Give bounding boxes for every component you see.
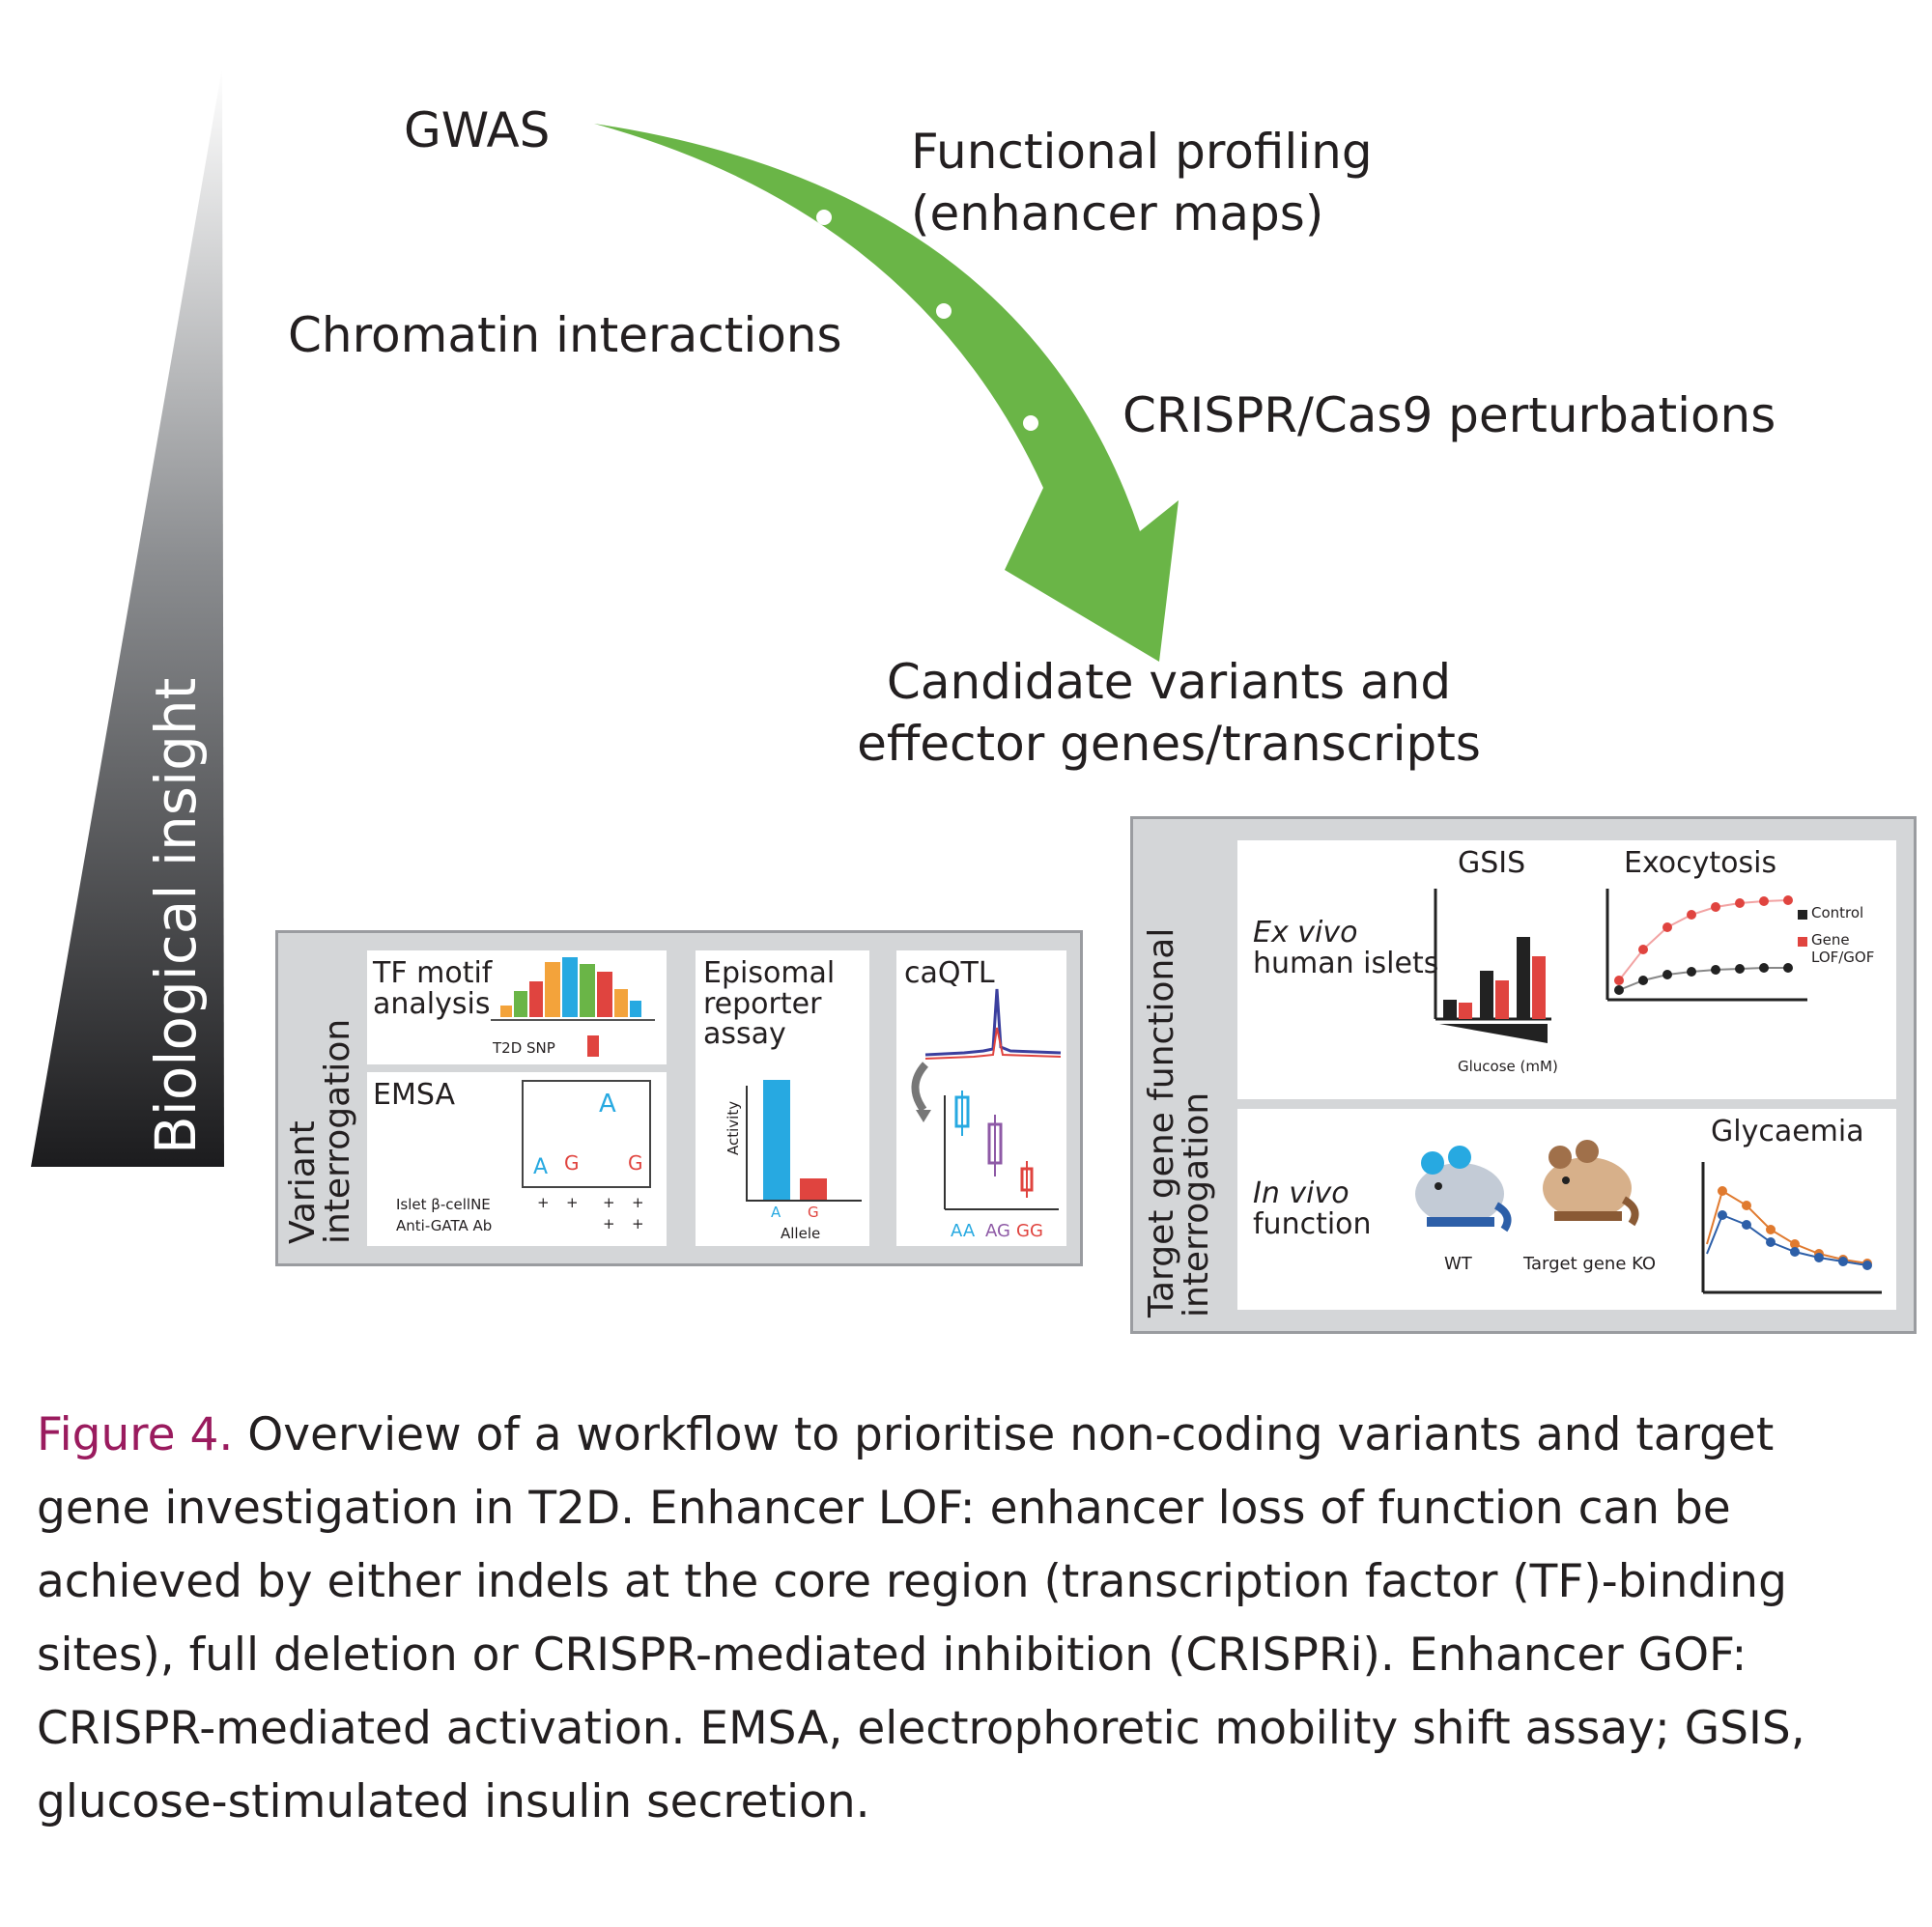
- genotype-ag: AG: [985, 1221, 1010, 1241]
- functional-profiling-label: Functional profiling(enhancer maps): [911, 124, 1373, 241]
- activity-axis-label: Activity: [724, 1100, 742, 1155]
- legend-lof-gof: LOF/GOF: [1811, 949, 1875, 966]
- exocytosis-chart: [1605, 889, 1807, 1002]
- emsa-band-3: A: [599, 1090, 616, 1119]
- emsa-row-1: Islet β-cellNE: [396, 1196, 491, 1213]
- caqtl-plot: [911, 988, 1062, 1210]
- ko-label: Target gene KO: [1523, 1254, 1657, 1274]
- genotype-gg: GG: [1016, 1221, 1043, 1241]
- figure-caption: Figure 4. Overview of a workflow to prio…: [37, 1399, 1901, 1839]
- episomal-axis-x: [746, 1200, 862, 1202]
- legend-control-swatch: [1798, 910, 1807, 920]
- emsa-mark: +: [603, 1215, 615, 1233]
- emsa-box: EMSA A G A G Islet β-cellNE Anti-GATA Ab…: [367, 1072, 667, 1246]
- emsa-band-1: A: [533, 1155, 549, 1179]
- workflow-arrow: [594, 124, 1179, 662]
- legend-gene-swatch: [1798, 937, 1807, 947]
- caption-text: Overview of a workflow to prioritise non…: [37, 1408, 1805, 1828]
- allele-axis-label: Allele: [781, 1225, 821, 1242]
- emsa-label: EMSA: [373, 1078, 455, 1112]
- legend-control: Control: [1811, 904, 1864, 921]
- bar-g: [800, 1178, 827, 1200]
- emsa-band-2: G: [564, 1151, 580, 1175]
- emsa-row-2: Anti-GATA Ab: [396, 1217, 493, 1234]
- allele-a: A: [771, 1204, 781, 1221]
- caqtl-label: caQTL: [904, 956, 995, 990]
- snp-marker: [587, 1035, 599, 1057]
- arrow-dot-3: [1023, 415, 1038, 431]
- exocytosis-title: Exocytosis: [1624, 846, 1777, 880]
- wt-label: WT: [1444, 1254, 1472, 1274]
- arrow-dot-1: [816, 210, 832, 225]
- legend-gene: Gene: [1811, 931, 1850, 949]
- emsa-mark: +: [603, 1194, 615, 1211]
- glycaemia-title: Glycaemia: [1711, 1115, 1864, 1148]
- emsa-band-4: G: [628, 1151, 643, 1175]
- emsa-mark: +: [537, 1194, 550, 1211]
- insight-wedge: [31, 68, 224, 1167]
- t2d-snp-label: T2D SNP: [493, 1039, 555, 1057]
- crispr-label: CRISPR/Cas9 perturbations: [1122, 387, 1776, 443]
- gwas-label: GWAS: [404, 102, 551, 158]
- emsa-mark: +: [566, 1194, 579, 1211]
- insight-label: Biological insight: [143, 677, 209, 1154]
- genotype-aa: AA: [951, 1221, 976, 1241]
- episomal-axis: [746, 1086, 748, 1202]
- ko-mouse-icon: [1543, 1140, 1639, 1227]
- allele-g: G: [808, 1204, 819, 1221]
- gsis-xlabel: Glucose (mM): [1458, 1058, 1558, 1075]
- figure-label: Figure 4.: [37, 1408, 234, 1461]
- sequence-logo: [491, 957, 655, 1021]
- gsis-title: GSIS: [1458, 846, 1526, 880]
- emsa-gel: [522, 1080, 651, 1188]
- caqtl-box: caQTL AA AG GG: [896, 950, 1066, 1246]
- glycaemia-chart: [1701, 1162, 1882, 1294]
- wt-mouse-icon: [1415, 1146, 1512, 1233]
- bar-a: [763, 1080, 790, 1200]
- emsa-mark: +: [632, 1194, 644, 1211]
- emsa-mark: +: [632, 1215, 644, 1233]
- chromatin-label: Chromatin interactions: [288, 307, 842, 363]
- gsis-chart: [1434, 889, 1551, 1043]
- arrow-dot-2: [936, 303, 952, 319]
